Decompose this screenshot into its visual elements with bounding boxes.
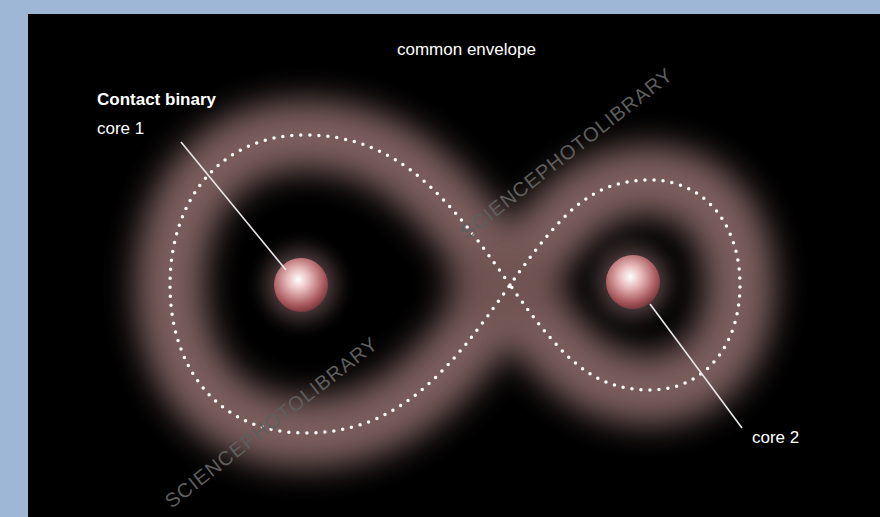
part-label: core 1 [97, 119, 144, 139]
background-panel [28, 14, 880, 517]
part-label: core 2 [752, 428, 799, 448]
leader-line [181, 142, 286, 270]
part-label: common envelope [397, 40, 536, 60]
leader-line [650, 304, 742, 428]
star-core [606, 255, 660, 309]
core-halo [585, 234, 681, 330]
roche-lobe-outline [170, 135, 740, 433]
common-envelope-glow [170, 135, 740, 433]
core-halo [253, 237, 349, 333]
diagram-title: Contact binary [97, 90, 216, 110]
